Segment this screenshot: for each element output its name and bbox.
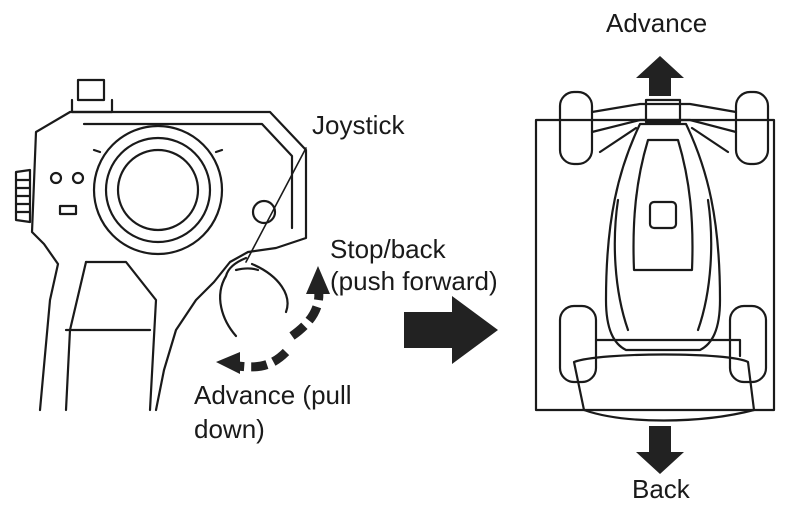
stop-back-label: Stop/back [330,234,446,264]
rc-car-drawing [534,90,776,422]
push-forward-label: (push forward) [330,266,498,296]
push-forward-arrow [289,266,330,340]
transition-arrow [404,296,498,364]
advance-arrow [636,56,684,96]
joystick-label: Joystick [312,110,405,140]
back-arrow [636,426,684,474]
advance-pull-label: Advance (pull [194,380,352,410]
transmitter-drawing [14,78,308,412]
car-back-label: Back [632,474,690,504]
pull-down-arrow [216,348,290,374]
advance-pull-label-cont: down) [194,414,265,444]
car-advance-label: Advance [606,8,708,38]
